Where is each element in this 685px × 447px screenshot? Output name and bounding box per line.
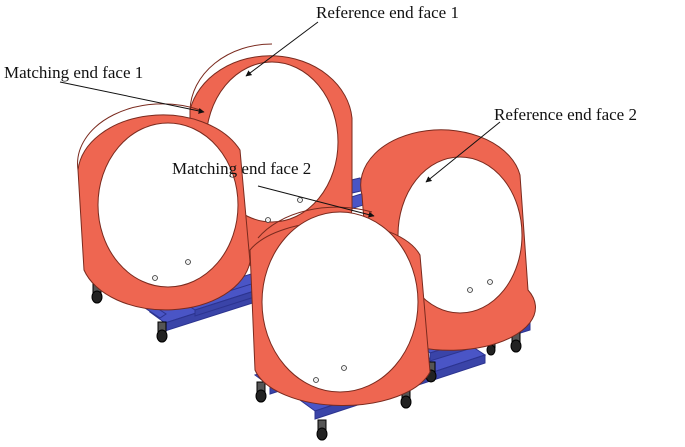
label-matching-end-face-1: Matching end face 1: [4, 63, 144, 82]
leader-reference-1: [245, 21, 319, 77]
leader-lines: [59, 21, 501, 218]
ring-matching-1: [77, 103, 251, 311]
label-reference-end-face-2: Reference end face 2: [494, 105, 637, 124]
label-matching-end-face-2: Matching end face 2: [172, 159, 312, 178]
leader-matching-1: [59, 81, 205, 114]
leader-reference-2: [425, 121, 501, 183]
bolt-points: [152, 197, 493, 383]
label-reference-end-face-1: Reference end face 1: [316, 3, 459, 22]
ring-matching-2: [249, 206, 431, 407]
leader-matching-2: [257, 185, 375, 218]
